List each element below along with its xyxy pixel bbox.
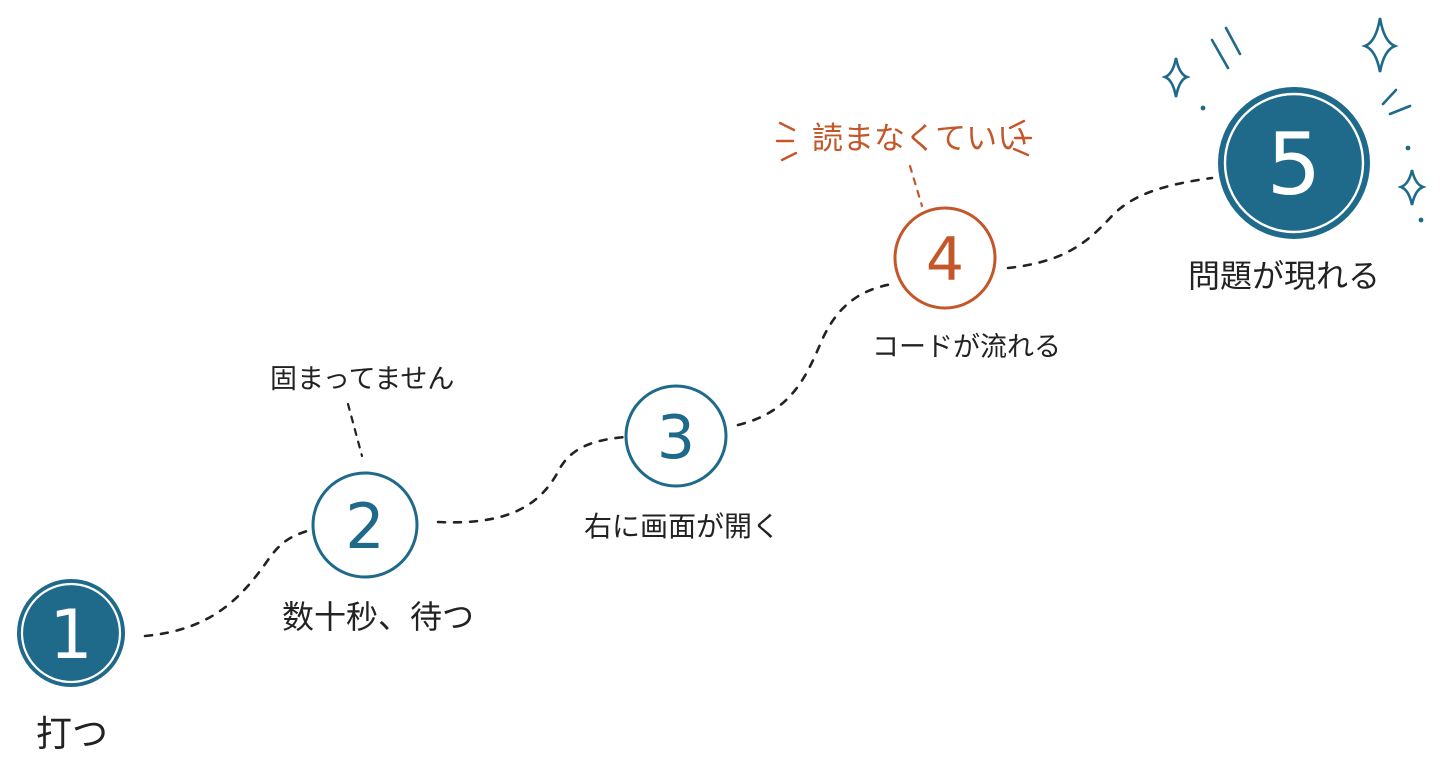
step-5-ring: [1223, 92, 1365, 234]
sparkle-ray: [1210, 38, 1230, 70]
sparkle-ray: [1224, 26, 1242, 56]
step-1-number: 1: [49, 596, 92, 675]
connector-3-4: [736, 282, 894, 427]
step-5-label: 問題が現れる: [1188, 257, 1380, 295]
sparkle-icon: [1161, 17, 1427, 223]
note-4-emphasis-lines: [775, 119, 1033, 162]
sparkle-star-icon: [1397, 169, 1427, 206]
sparkle-ray: [1388, 104, 1412, 116]
emphasis-line: [1012, 147, 1030, 157]
emphasis-line: [780, 151, 798, 162]
connector-2-3: [436, 435, 627, 524]
step-3-circle: [624, 384, 728, 488]
step-2-label: 数十秒、待つ: [282, 598, 474, 636]
step-2: 2 数十秒、待つ 固まってません: [270, 364, 474, 636]
step-4-label: コードが流れる: [872, 332, 1061, 363]
connectors: [143, 176, 1214, 638]
step-1-label: 打つ: [36, 714, 108, 755]
step-2-number: 2: [345, 490, 384, 563]
sparkle-dot: [1200, 105, 1206, 111]
step-3-number: 3: [657, 403, 695, 473]
step-5: 5 問題が現れる: [1188, 87, 1380, 295]
sparkle-dot: [1418, 217, 1424, 223]
emphasis-line: [778, 121, 796, 132]
sparkle-star-icon: [1161, 57, 1191, 98]
connector-1-2: [143, 528, 312, 638]
sparkle-ray: [1381, 88, 1398, 106]
step-1: 1 打つ: [17, 579, 125, 755]
step-2-circle: [311, 471, 419, 579]
step-2-note: 固まってません: [270, 364, 454, 395]
emphasis-line: [1008, 119, 1026, 130]
note-leaders: [346, 164, 924, 458]
step-3-label: 右に画面が開く: [584, 510, 780, 543]
sparkle-star-icon: [1361, 17, 1399, 73]
note-leader-4: [908, 164, 924, 208]
step-1-ring: [20, 582, 122, 684]
sparkle-dot: [1405, 145, 1411, 151]
connector-4-5: [1006, 176, 1214, 270]
step-5-circle: [1218, 87, 1370, 239]
step-1-circle: [17, 579, 125, 687]
note-leader-2: [346, 402, 364, 458]
step-4-circle: [893, 206, 997, 310]
step-4-number: 4: [926, 225, 964, 295]
step-4: 4 コードが流れる 読まなくていい: [812, 121, 1061, 363]
step-5-number: 5: [1267, 115, 1322, 215]
step-3: 3 右に画面が開く: [584, 384, 780, 543]
step-4-note: 読まなくていい: [812, 121, 1028, 157]
